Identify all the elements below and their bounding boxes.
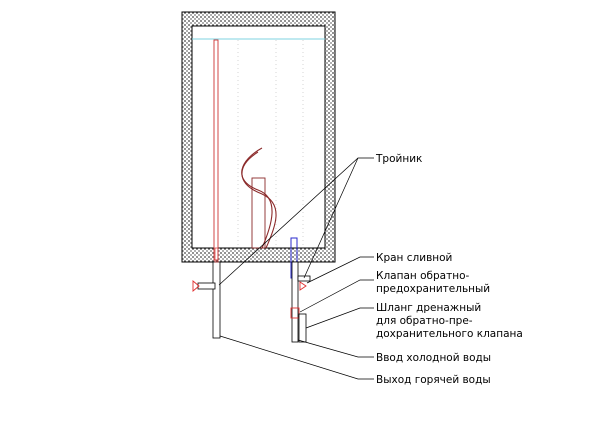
drain-hose — [298, 313, 307, 343]
label-hot-out: Выход горячей воды — [376, 374, 491, 386]
label-tee: Тройник — [375, 153, 422, 165]
leader-tee-right — [303, 157, 359, 279]
drain-valve-icon — [299, 281, 307, 291]
leader-hose — [305, 307, 374, 329]
hot-pipe-lower — [212, 261, 221, 339]
leader-lines — [218, 157, 374, 380]
tank — [181, 11, 336, 263]
leader-hot-out — [219, 335, 374, 380]
label-check-valve-line1: Клапан обратно- — [376, 270, 470, 282]
heater-coil — [241, 151, 277, 249]
label-cold-in: Ввод холодной воды — [376, 352, 491, 364]
label-hose-line3: дохранительного клапана — [376, 328, 523, 340]
hot-pipe-tube — [213, 39, 219, 261]
check-valve — [290, 307, 300, 319]
heater-coil — [241, 147, 273, 249]
heater-rod — [251, 177, 266, 249]
label-check-valve-line2: предохранительный — [376, 283, 490, 295]
label-hose-line1: Шланг дренажный — [376, 302, 481, 314]
tank-inner — [191, 25, 326, 249]
leader-drain-valve — [306, 256, 374, 284]
tee-left — [197, 282, 216, 290]
label-drain-valve: Кран сливной — [376, 252, 452, 264]
leader-cold-in — [297, 339, 374, 358]
cold-inlet-assembly — [290, 237, 311, 343]
cold-pipe-lower — [291, 261, 299, 343]
hot-water-pipe — [213, 39, 219, 261]
heating-element — [241, 147, 277, 249]
tee-right — [297, 275, 311, 282]
leader-check-valve — [299, 279, 374, 313]
hot-outlet-assembly — [192, 247, 221, 339]
hot-pipe-red-inner — [214, 247, 219, 263]
tee-valve-icon — [192, 280, 200, 292]
label-hose-line2: для обратно-пре- — [376, 315, 473, 327]
